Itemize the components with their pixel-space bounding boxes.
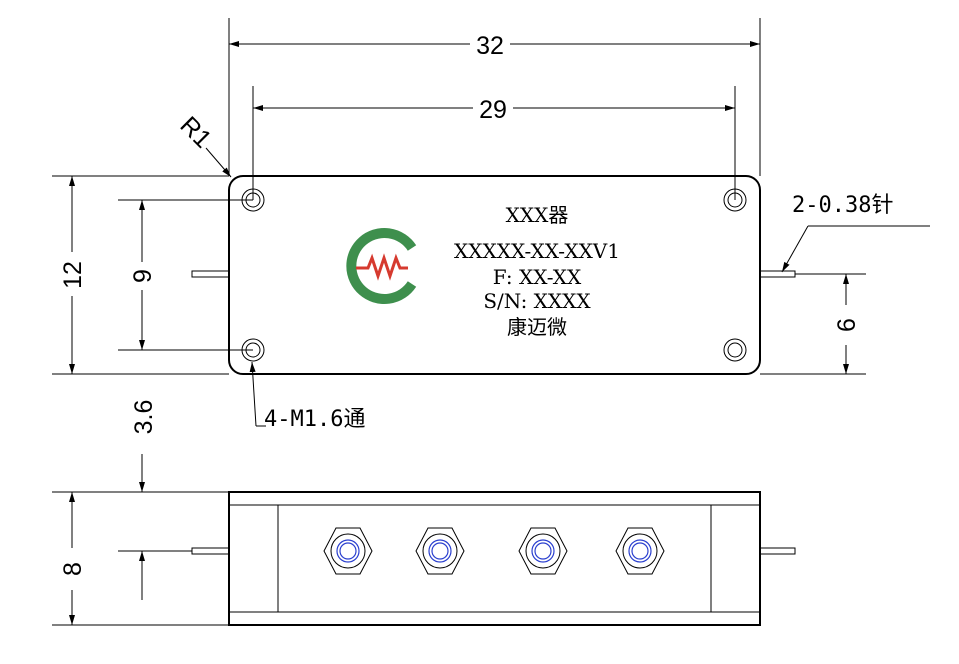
label-product-name: XXX器 — [506, 203, 569, 227]
label-frequency: F: XX-XX — [493, 265, 582, 289]
svg-text:4-M1.6通: 4-M1.6通 — [264, 407, 365, 432]
svg-text:8: 8 — [59, 562, 87, 576]
svg-text:29: 29 — [479, 96, 507, 124]
svg-text:9: 9 — [129, 269, 157, 283]
svg-text:2-0.38针: 2-0.38针 — [792, 193, 893, 218]
mounting-hole — [723, 338, 747, 362]
pin-right — [759, 270, 796, 278]
dimension-overall-width: 32 — [228, 18, 761, 176]
label-brand: 康迈微 — [507, 315, 567, 339]
connector — [323, 527, 373, 575]
svg-text:3.6: 3.6 — [130, 400, 158, 435]
connector — [518, 527, 568, 575]
company-logo — [346, 228, 417, 304]
pin-left — [191, 270, 230, 278]
dimension-side-height: 8 — [52, 491, 229, 626]
dimension-side-offset: 3.6 — [118, 400, 229, 600]
connector — [615, 527, 665, 575]
dimension-pin-offset: 6 — [760, 273, 866, 375]
svg-text:32: 32 — [476, 32, 504, 60]
svg-text:12: 12 — [59, 261, 87, 289]
svg-text:6: 6 — [833, 318, 861, 332]
callout-holes: 4-M1.6通 — [249, 361, 365, 432]
top-view: XXX器 XXXXX-XX-XXV1 F: XX-XX S/N: XXXX 康迈… — [191, 175, 796, 375]
dimension-overall-height: 12 — [52, 175, 229, 375]
label-model: XXXXX-XX-XXV1 — [454, 239, 620, 263]
dimension-hole-spacing-y: 9 — [118, 199, 253, 351]
side-pin-right — [759, 547, 796, 555]
side-housing-outline — [228, 491, 761, 626]
callout-pins: 2-0.38针 — [781, 193, 930, 273]
dimension-hole-spacing-x: 29 — [252, 86, 736, 200]
connector — [415, 527, 465, 575]
label-serial: S/N: XXXX — [483, 289, 591, 313]
side-pin-left — [191, 547, 230, 555]
svg-text:R1: R1 — [174, 111, 216, 153]
callout-corner-radius: R1 — [174, 111, 232, 178]
side-view — [191, 491, 796, 626]
